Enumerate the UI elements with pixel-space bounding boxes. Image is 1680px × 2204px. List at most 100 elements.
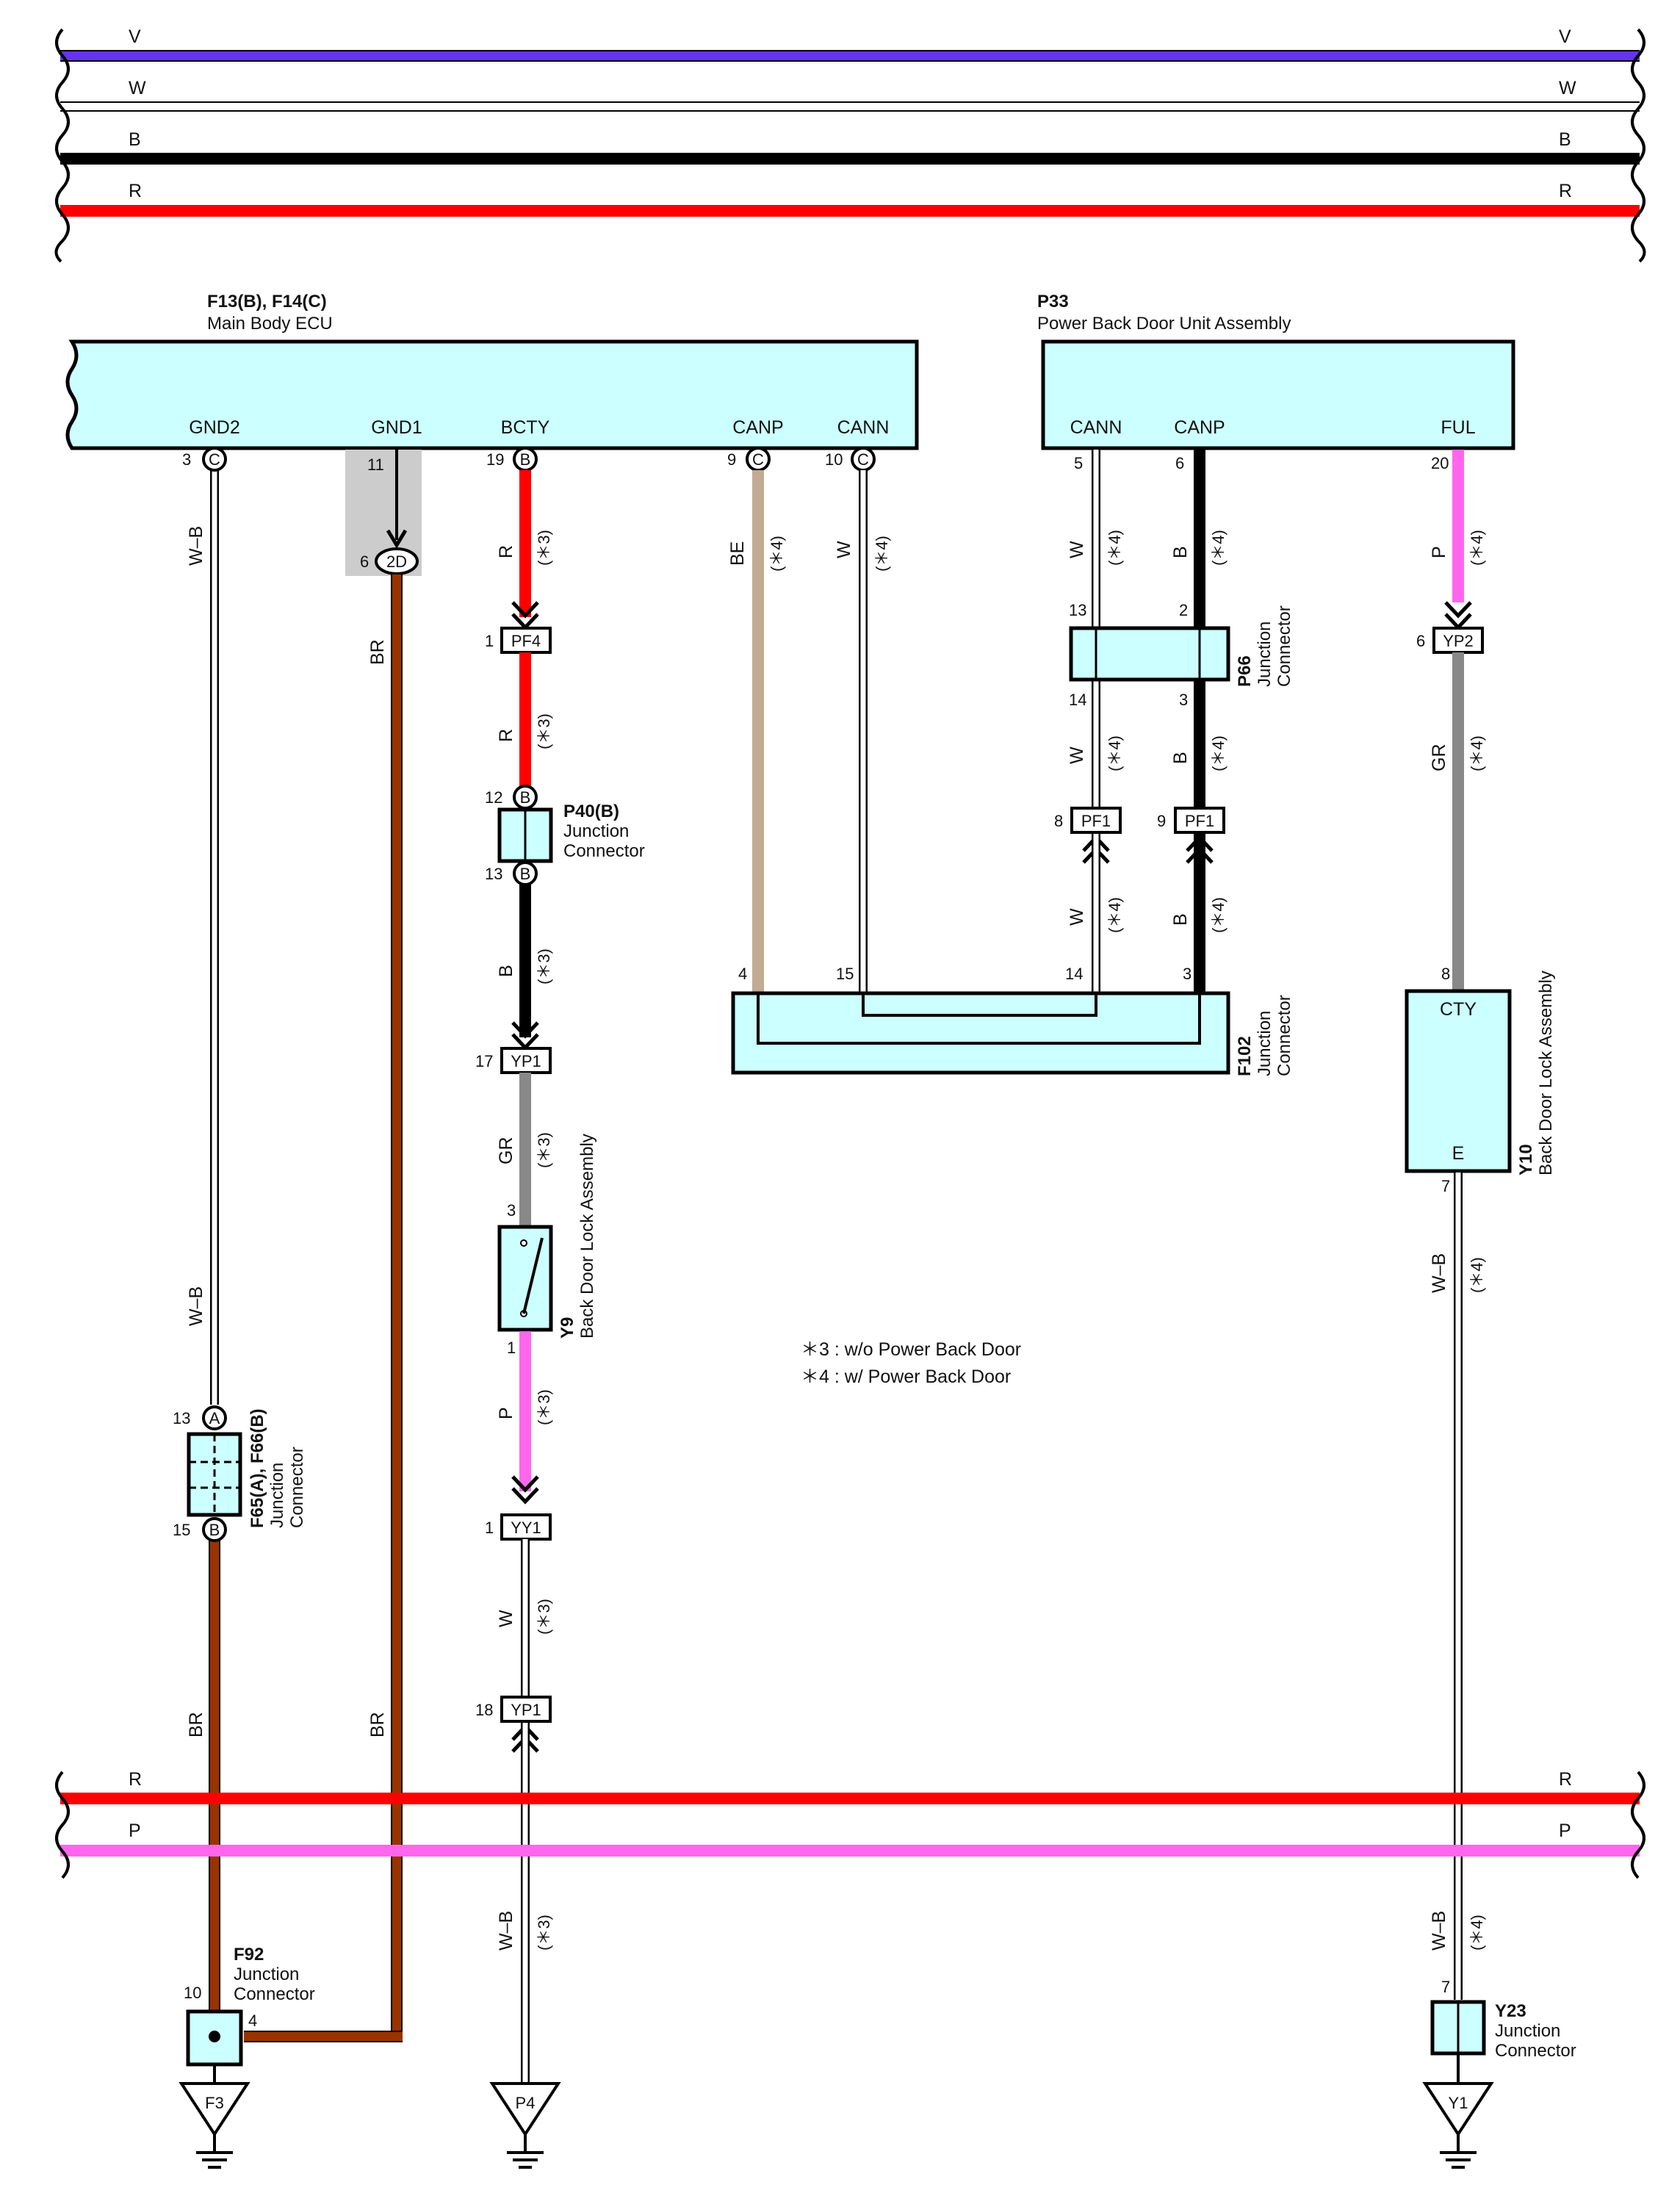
bus-label: R — [1559, 181, 1572, 201]
svg-text:13: 13 — [173, 1409, 190, 1427]
svg-text:P: P — [496, 1407, 516, 1419]
svg-text:W–B: W–B — [496, 1911, 516, 1951]
pbd-name: Power Back Door Unit Assembly — [1037, 314, 1291, 334]
svg-text:19: 19 — [486, 450, 504, 469]
pbd-terminal-ful: FUL — [1441, 417, 1475, 438]
svg-text:20: 20 — [1431, 454, 1449, 472]
y10-terminal-e: E — [1452, 1143, 1465, 1164]
y23-id: Y23 — [1495, 2001, 1526, 2021]
svg-text:B: B — [209, 1521, 220, 1539]
power-back-door-unit: P33 Power Back Door Unit Assembly CANN C… — [1037, 292, 1515, 450]
svg-text:4: 4 — [248, 2012, 257, 2030]
bus-label: P — [1559, 1821, 1571, 1841]
wire-pbd-cann: 5 W (＊4) 13 14 W (＊4) PF1 8 W (＊4) 14 — [1054, 450, 1124, 993]
ground-label-p4: P4 — [516, 2094, 536, 2112]
svg-text:15: 15 — [836, 965, 854, 983]
bus-label: R — [129, 181, 142, 201]
svg-text:13: 13 — [1069, 601, 1086, 619]
top-bus: V V W W B B R R — [54, 26, 1646, 263]
svg-text:(＊4): (＊4) — [1106, 735, 1124, 771]
svg-text:3: 3 — [182, 450, 191, 469]
svg-text:B: B — [520, 865, 531, 883]
wire-ecu-cann: C 10 W (＊4) 15 — [825, 447, 891, 992]
svg-text:A: A — [209, 1409, 220, 1427]
svg-text:14: 14 — [1065, 965, 1083, 983]
bus-label: R — [1559, 1769, 1572, 1790]
svg-text:W–B: W–B — [186, 1286, 206, 1326]
f92-junction-connector: F92 Junction Connector 10 4 — [184, 1945, 315, 2083]
svg-text:P: P — [1429, 546, 1449, 558]
svg-text:3: 3 — [507, 1201, 516, 1220]
ecu-terminal-bcty: BCTY — [501, 417, 550, 438]
f92-id: F92 — [234, 1945, 264, 1964]
svg-text:B: B — [1170, 752, 1191, 764]
svg-text:1: 1 — [485, 1519, 494, 1537]
legend-notes: ＊3 : w/o Power Back Door ＊4 : w/ Power B… — [801, 1339, 1021, 1387]
svg-text:PF1: PF1 — [1185, 812, 1214, 830]
svg-text:6: 6 — [1416, 632, 1425, 650]
svg-text:BR: BR — [367, 1712, 388, 1737]
svg-text:5: 5 — [1074, 454, 1083, 472]
f65-name2: Connector — [287, 1447, 307, 1528]
bus-label: B — [129, 129, 141, 150]
bus-label: P — [129, 1821, 141, 1841]
svg-text:(＊3): (＊3) — [535, 1389, 553, 1425]
bus-line-v: V V — [60, 26, 1640, 62]
p66-name2: Connector — [1275, 605, 1294, 687]
ground-f3: F3 — [179, 2082, 250, 2169]
svg-text:(＊4): (＊4) — [873, 536, 891, 572]
ecu-name: Main Body ECU — [207, 314, 333, 334]
ecu-terminal-gnd2: GND2 — [189, 417, 239, 438]
y23-name2: Connector — [1495, 2041, 1576, 2061]
svg-text:4: 4 — [738, 965, 747, 983]
y10-terminal-cty: CTY — [1440, 999, 1477, 1020]
p66-name1: Junction — [1255, 622, 1275, 687]
bus-label: V — [1559, 26, 1571, 47]
svg-text:W: W — [1067, 541, 1087, 558]
svg-text:W–B: W–B — [1429, 1253, 1449, 1293]
f65-id: F65(A), F66(B) — [248, 1408, 267, 1528]
svg-text:B: B — [1170, 913, 1191, 926]
svg-text:11: 11 — [367, 455, 384, 474]
svg-text:W–B: W–B — [186, 526, 206, 566]
f65-name1: Junction — [267, 1463, 287, 1528]
svg-text:3: 3 — [1183, 965, 1191, 983]
wire-ecu-canp: C 9 BE (＊4) 4 — [727, 447, 786, 992]
pbd-terminal-cann: CANN — [1070, 417, 1122, 438]
svg-text:W: W — [1067, 746, 1087, 764]
svg-text:(＊4): (＊4) — [1106, 897, 1124, 933]
ecu-id: F13(B), F14(C) — [207, 292, 327, 311]
svg-text:10: 10 — [184, 1984, 201, 2002]
bus-label: V — [129, 26, 141, 47]
svg-text:12: 12 — [485, 788, 502, 807]
ground-label-f3: F3 — [205, 2094, 224, 2112]
f102-name2: Connector — [1275, 995, 1294, 1076]
p40-name2: Connector — [563, 841, 645, 861]
wire-y10-ground: 7 W–B (＊4) W–B (＊4) 7 — [1429, 1173, 1486, 2000]
svg-text:10: 10 — [825, 450, 843, 469]
svg-text:C: C — [857, 450, 869, 469]
y23-junction-connector: Y23 Junction Connector — [1430, 2000, 1576, 2083]
svg-text:15: 15 — [173, 1521, 190, 1539]
svg-text:(＊3): (＊3) — [535, 948, 553, 984]
svg-text:2: 2 — [1179, 601, 1188, 619]
svg-text:GR: GR — [496, 1137, 516, 1165]
bus-label: W — [129, 78, 146, 98]
svg-text:YP1: YP1 — [511, 1701, 541, 1719]
p40-name1: Junction — [563, 821, 629, 841]
svg-text:YY1: YY1 — [511, 1519, 541, 1537]
ecu-terminal-gnd1: GND1 — [371, 417, 422, 438]
svg-text:1: 1 — [507, 1339, 516, 1357]
svg-text:(＊4): (＊4) — [1468, 1915, 1486, 1951]
bus-line-b: B B — [60, 129, 1640, 165]
f92-name1: Junction — [234, 1964, 299, 1984]
y9-name: Back Door Lock Assembly — [577, 1134, 597, 1339]
main-body-ecu: F13(B), F14(C) Main Body ECU GND2 GND1 B… — [65, 292, 919, 450]
svg-text:(＊4): (＊4) — [1209, 530, 1227, 566]
svg-text:7: 7 — [1441, 1177, 1450, 1195]
svg-text:3: 3 — [1179, 691, 1188, 709]
svg-text:(＊3): (＊3) — [535, 1599, 553, 1635]
svg-text:14: 14 — [1069, 691, 1086, 709]
note-3: ＊3 : w/o Power Back Door — [801, 1339, 1021, 1360]
